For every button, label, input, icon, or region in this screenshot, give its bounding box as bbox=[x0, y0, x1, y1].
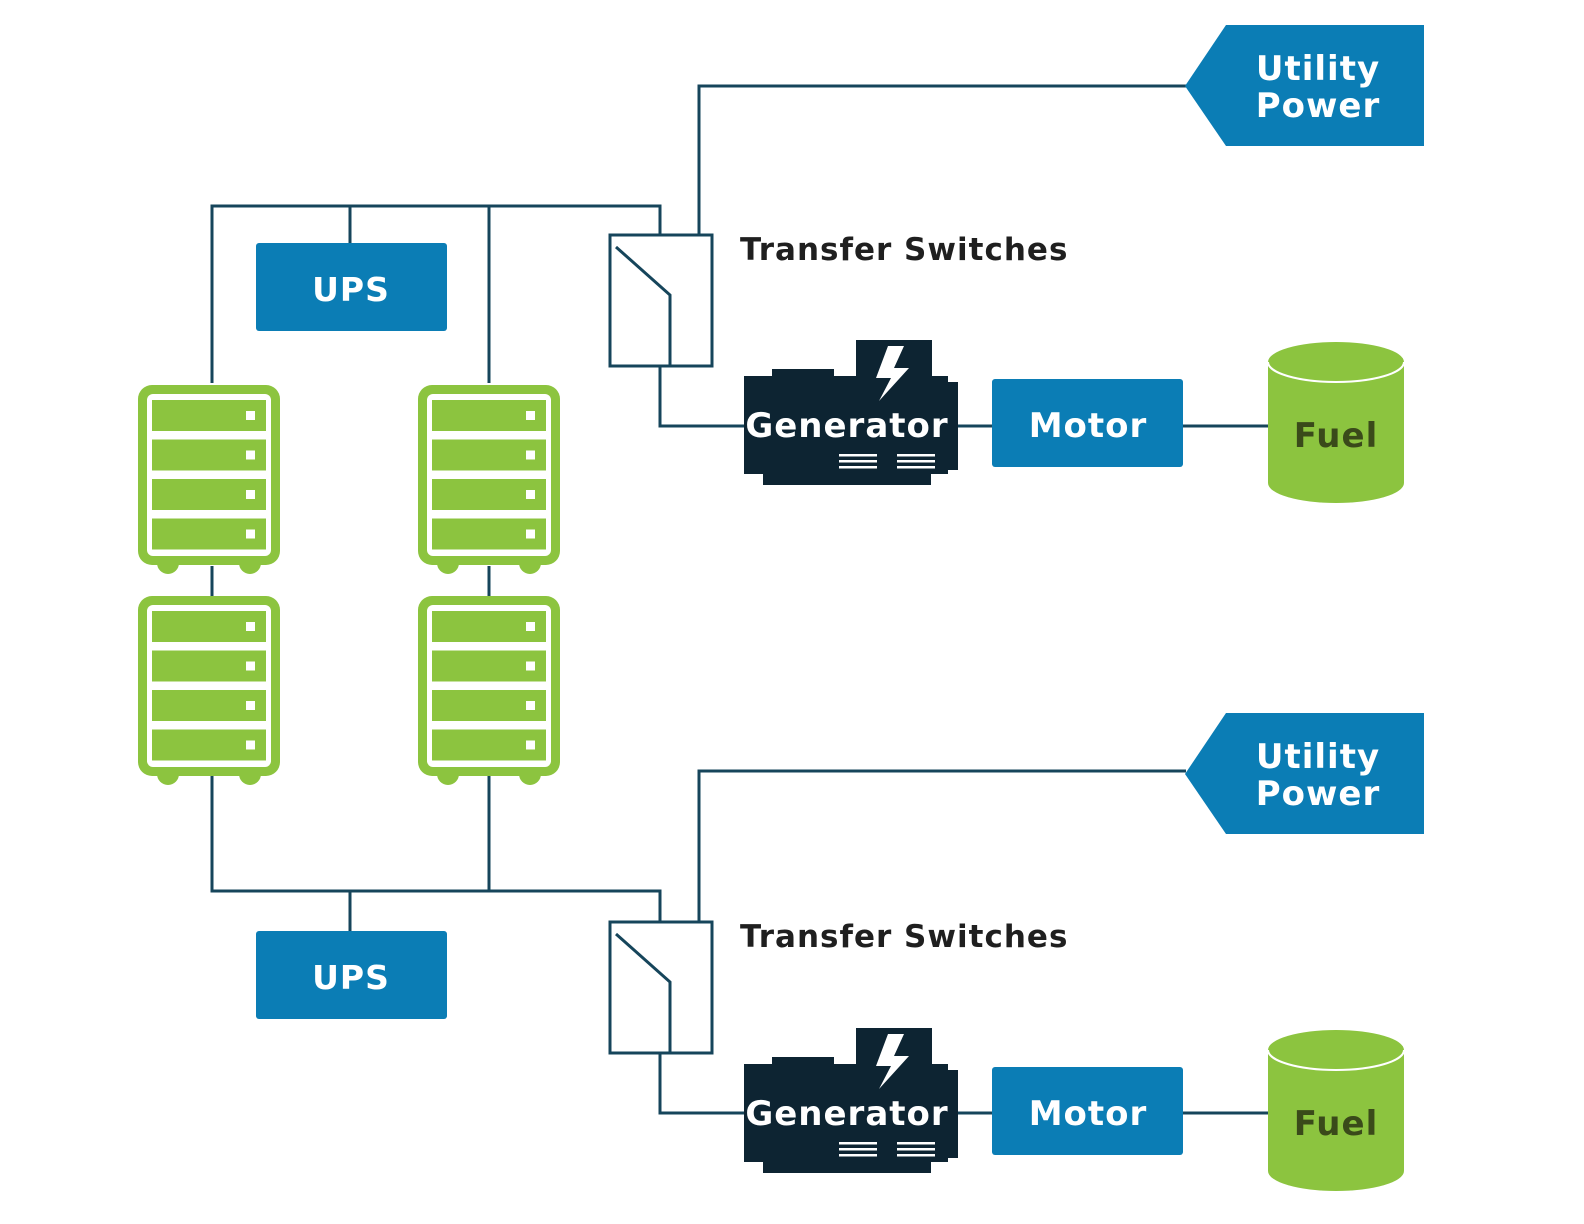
server-rack-icon bbox=[138, 385, 280, 574]
motor-label: Motor bbox=[1029, 406, 1148, 446]
server-led bbox=[246, 411, 255, 420]
vent-line bbox=[897, 1154, 935, 1157]
lightning-bolt-icon bbox=[876, 346, 909, 401]
server-led bbox=[246, 622, 255, 631]
switch-blade bbox=[615, 932, 672, 1053]
transfer-switches-label: Transfer Switches bbox=[740, 919, 1068, 955]
wiring bbox=[210, 84, 1270, 1115]
transfer-switch bbox=[608, 233, 714, 368]
server-led bbox=[246, 450, 255, 460]
generator: Generator bbox=[744, 340, 958, 485]
ups-label: UPS bbox=[312, 958, 390, 997]
wire-12 bbox=[697, 769, 1186, 922]
ups-box: UPS bbox=[256, 243, 447, 331]
fuel-tank: Fuel bbox=[1267, 1030, 1405, 1191]
wire-9 bbox=[210, 776, 662, 922]
switch-blade bbox=[615, 245, 672, 366]
lightning-bolt-icon bbox=[876, 1034, 909, 1089]
fuel-tank: Fuel bbox=[1267, 342, 1405, 503]
wire-13 bbox=[658, 1054, 746, 1115]
vent-line bbox=[839, 1154, 877, 1157]
utility-power-label-line2: Power bbox=[1256, 86, 1381, 126]
motor-box: Motor bbox=[992, 1067, 1183, 1155]
vent-line bbox=[897, 1148, 935, 1151]
utility-power-label-line2: Power bbox=[1256, 774, 1381, 814]
server-rack-icon bbox=[418, 385, 560, 574]
fuel-label: Fuel bbox=[1294, 1104, 1378, 1144]
generator: Generator bbox=[744, 1028, 958, 1173]
server-led bbox=[526, 450, 535, 460]
server-racks bbox=[138, 385, 560, 785]
vent-line bbox=[839, 454, 877, 457]
motor-label: Motor bbox=[1029, 1094, 1148, 1134]
wire-4 bbox=[658, 366, 746, 428]
server-led bbox=[246, 740, 255, 750]
server-led bbox=[246, 529, 255, 539]
wire-0 bbox=[210, 204, 662, 383]
transfer-switch bbox=[608, 920, 714, 1055]
vent-line bbox=[897, 454, 935, 457]
vent-line bbox=[839, 466, 877, 469]
vent-line bbox=[897, 460, 935, 463]
server-led bbox=[246, 661, 255, 671]
server-led bbox=[526, 701, 535, 710]
ups-box: UPS bbox=[256, 931, 447, 1019]
generator-label: Generator bbox=[745, 1094, 948, 1134]
wire-3 bbox=[697, 84, 1186, 235]
server-rack-icon bbox=[418, 596, 560, 785]
fuel-label: Fuel bbox=[1294, 416, 1378, 456]
transfer-switches-label: Transfer Switches bbox=[740, 232, 1068, 268]
server-led bbox=[526, 740, 535, 750]
server-led bbox=[526, 411, 535, 420]
generator-label: Generator bbox=[745, 406, 948, 446]
server-led bbox=[246, 701, 255, 710]
server-rack-icon bbox=[138, 596, 280, 785]
server-led bbox=[526, 529, 535, 539]
motor-box: Motor bbox=[992, 379, 1183, 467]
server-led bbox=[526, 622, 535, 631]
utility-power-label-line1: Utility bbox=[1256, 737, 1380, 777]
server-led bbox=[246, 490, 255, 499]
vent-line bbox=[839, 460, 877, 463]
server-led bbox=[526, 490, 535, 499]
server-led bbox=[526, 661, 535, 671]
vent-line bbox=[839, 1142, 877, 1145]
vent-line bbox=[897, 466, 935, 469]
utility-power-label-line1: Utility bbox=[1256, 49, 1380, 89]
vent-line bbox=[897, 1142, 935, 1145]
ups-label: UPS bbox=[312, 270, 390, 309]
vent-line bbox=[839, 1148, 877, 1151]
